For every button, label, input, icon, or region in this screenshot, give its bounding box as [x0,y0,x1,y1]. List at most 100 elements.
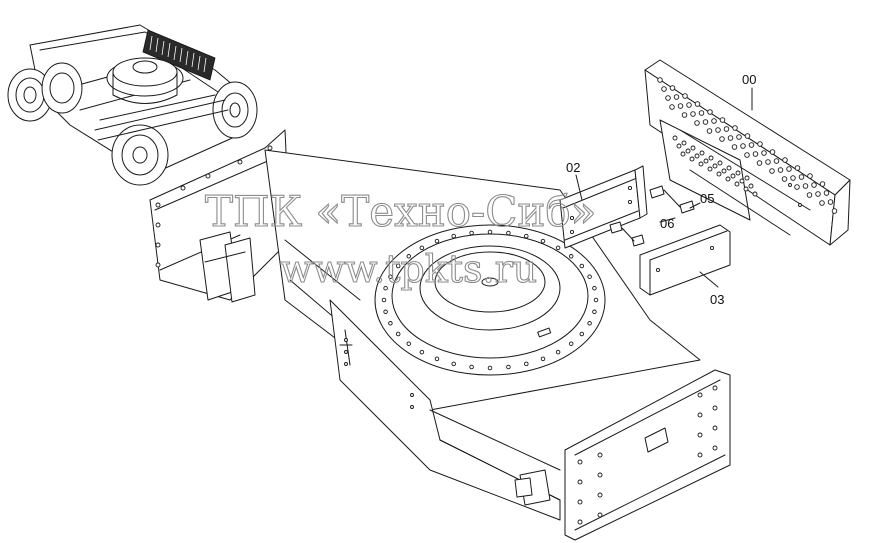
bolt-hole [487,365,493,371]
step-hole [712,163,718,169]
step-hole [819,181,826,187]
step-hole [686,102,692,108]
bolt-hole [406,341,412,346]
callout-03: 03 [710,292,724,307]
watermark-url: www.tpkts.ru [280,247,537,291]
step-hole [823,190,830,196]
bolt-hole [406,254,412,259]
step-hole [681,112,688,118]
bolt-hole [469,230,474,236]
step-hole [781,176,788,182]
step-hole [786,166,792,172]
bolt-hole [579,331,585,337]
step-hole [807,173,813,179]
bolt-hole [381,297,387,303]
step-hole [698,161,704,167]
step-hole [815,191,821,197]
step-hole [715,127,721,133]
step-hole [734,181,740,187]
step-hole [757,141,763,147]
bolt-hole [395,263,401,269]
step-hole [827,199,834,205]
step-hole [744,152,750,158]
step-hole [782,157,788,163]
bolt-hole [540,356,546,362]
callout-06: 06 [660,216,674,231]
step-hole [732,125,738,131]
bolt-hole [555,245,561,251]
step-hole [769,168,775,174]
step-hole [739,178,745,184]
step-hole [752,191,758,197]
callout-05: 05 [700,191,714,206]
bolt-hole [506,364,511,370]
bolt-hole [419,349,425,355]
step-hole [736,134,742,140]
step-hole [719,136,725,142]
bolt-hole [451,233,456,239]
step-hole [711,118,717,124]
bolt-hole [383,309,388,315]
step-hole [708,155,714,161]
step-hole [703,158,709,164]
bolt-hole [434,238,440,244]
step-hole [730,173,736,179]
step-hole [685,148,691,154]
turntable-bolt-holes [381,229,599,371]
step-hole [790,175,796,181]
step-hole [806,192,813,198]
step-hole [723,126,730,132]
leader-lines [575,87,753,288]
step-hole [690,145,696,151]
step-hole [698,110,705,116]
step-hole [702,119,709,125]
step-hole [740,143,746,149]
step-hole [676,143,682,149]
step-hole [681,140,687,146]
step-hole [744,133,751,139]
step-hole [794,184,800,190]
bolt-hole [434,356,440,362]
step-hole [725,176,731,182]
step-hole [756,160,763,166]
truck-tractor [7,24,258,186]
step-hole [669,85,676,91]
step-hole [798,174,805,180]
bolt-hole [506,230,511,236]
step-hole [694,153,700,159]
step-hole [744,175,750,181]
step-hole [690,111,696,117]
step-hole [743,186,749,192]
bolt-hole [593,297,599,303]
step-hole [680,151,686,157]
step-hole [716,171,722,177]
callout-02: 02 [566,160,580,175]
step-hole [706,128,713,134]
bolt-hole [524,361,529,367]
bolt-hole [419,245,425,251]
step-hole [802,183,809,189]
step-hole [773,158,780,164]
part-02-bracket [559,165,648,249]
bolt-hole [592,285,597,291]
step-hole [721,168,727,174]
step-hole [694,101,701,107]
step-hole [707,166,713,172]
bolt-hole [388,274,393,279]
step-hole [731,144,738,150]
step-hole [752,151,759,157]
part-00-step-platform [644,59,851,246]
step-hole [735,170,741,176]
step-hole [669,104,675,110]
bolt-hole [587,274,592,279]
bolt-hole [587,321,592,326]
step-hole [811,182,817,188]
step-hole [769,149,776,155]
step-hole [819,200,825,206]
bolt-hole [451,361,456,367]
step-hole [677,103,684,109]
step-hole [661,86,667,92]
bolt-hole [469,364,474,370]
bolt-hole [395,331,401,337]
